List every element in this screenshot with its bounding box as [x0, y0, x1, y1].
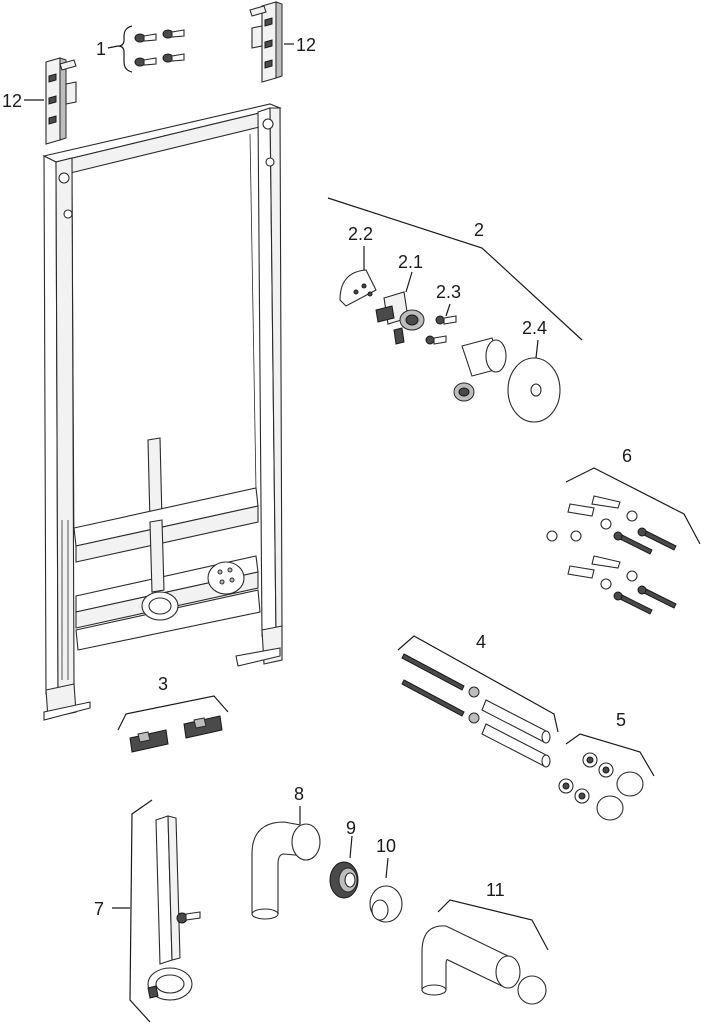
label-1: 1 [96, 39, 106, 59]
bracket-7 [129, 799, 153, 1023]
bracket-6 [565, 467, 701, 545]
label-2-1: 2.1 [398, 252, 423, 272]
leader-1 [107, 45, 119, 49]
label-10: 10 [376, 836, 396, 856]
part-12-right-bracket [249, 1, 283, 83]
leader-2-1 [405, 271, 413, 293]
bracket-5 [565, 733, 655, 777]
label-7: 7 [94, 899, 104, 919]
part-8-elbow [251, 821, 321, 920]
label-8: 8 [294, 784, 304, 804]
leader-10 [385, 857, 389, 879]
bracket-4 [397, 635, 559, 733]
label-12-right: 12 [296, 35, 316, 55]
main-frame [42, 103, 283, 721]
part-9-seal [329, 861, 359, 899]
part-10-cap [369, 885, 403, 923]
label-5: 5 [616, 710, 626, 730]
part-3-clips [129, 715, 223, 753]
bracket-3 [117, 695, 229, 731]
bracket-11 [437, 899, 549, 951]
part-11-bend [421, 925, 547, 1005]
label-2-3: 2.3 [436, 282, 461, 302]
part-2-1-angle-valve [375, 291, 425, 345]
label-9: 9 [346, 818, 356, 838]
label-6: 6 [622, 446, 632, 466]
label-4: 4 [476, 632, 486, 652]
label-2-4: 2.4 [522, 318, 547, 338]
label-11: 11 [486, 880, 505, 900]
label-3: 3 [158, 674, 168, 694]
leader-9 [349, 835, 353, 859]
part-5-washers-caps [558, 752, 644, 821]
leader-2-3 [445, 303, 451, 317]
part-7-support-bracket [147, 815, 201, 1001]
part-1-screws [117, 25, 185, 73]
label-2-2: 2.2 [348, 224, 373, 244]
label-12-left: 12 [2, 91, 22, 111]
part-4-rods [401, 653, 551, 768]
part-2-3-screws [425, 315, 457, 345]
part-6-anchors [546, 495, 677, 615]
part-12-left-bracket [45, 57, 77, 145]
leader-2-4 [535, 339, 539, 359]
bracket-2 [327, 197, 583, 341]
part-2-4-rosette [507, 357, 561, 423]
label-2: 2 [474, 220, 484, 240]
part-2-sleeve [453, 337, 507, 402]
part-2-2-half-plate [339, 269, 377, 307]
